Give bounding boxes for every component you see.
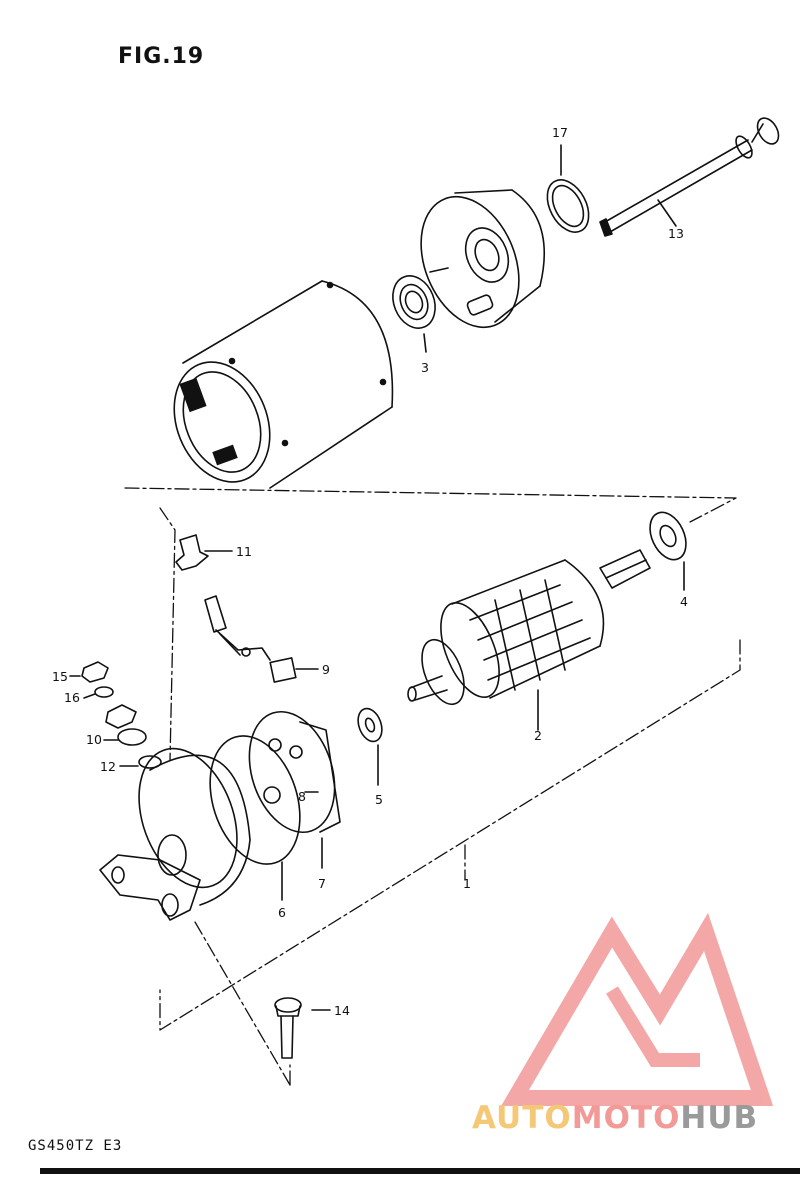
label-3: 3 xyxy=(421,360,429,375)
label-1: 1 xyxy=(463,876,471,891)
starter-yoke-housing xyxy=(173,280,394,489)
label-10: 10 xyxy=(86,732,102,747)
assembly-outline xyxy=(124,487,741,1086)
part-16-washer xyxy=(83,686,114,699)
bottom-border xyxy=(40,1168,800,1174)
label-2: 2 xyxy=(534,728,542,743)
part-15-nut xyxy=(69,661,109,683)
label-9: 9 xyxy=(322,662,330,677)
label-8: 8 xyxy=(298,789,306,804)
label-12: 12 xyxy=(100,759,116,774)
automotohub-logo-icon xyxy=(501,912,774,1106)
part-8-brush-plate xyxy=(248,710,341,834)
part-4-washer xyxy=(649,511,687,591)
label-4: 4 xyxy=(680,594,688,609)
part-2-armature xyxy=(407,549,651,731)
model-code: GS450TZ E3 xyxy=(28,1138,123,1154)
part-12-o-ring xyxy=(119,755,162,769)
label-14: 14 xyxy=(334,1003,350,1018)
part-5-washer xyxy=(357,707,383,786)
label-11: 11 xyxy=(236,544,252,559)
figure-title: FIG.19 xyxy=(118,44,205,69)
automotohub-watermark: AUTOMOTOHUB xyxy=(472,1100,759,1136)
front-housing xyxy=(99,747,251,921)
label-17: 17 xyxy=(552,125,568,140)
label-5: 5 xyxy=(375,792,383,807)
part-13-through-bolt xyxy=(599,117,780,237)
label-16: 16 xyxy=(64,690,80,705)
part-number-labels: 1 2 3 4 5 6 7 8 9 10 11 12 13 14 15 16 1… xyxy=(52,125,688,1018)
part-6-o-ring xyxy=(209,735,301,901)
part-14-screw xyxy=(274,997,331,1059)
label-13: 13 xyxy=(668,226,684,241)
label-6: 6 xyxy=(278,905,286,920)
part-11-brush-holder-insulator xyxy=(175,534,233,571)
part-10-terminal-nut xyxy=(103,704,147,746)
part-17-o-ring xyxy=(546,144,590,233)
label-7: 7 xyxy=(318,876,326,891)
label-15: 15 xyxy=(52,669,68,684)
part-3-bearing xyxy=(392,275,436,353)
part-9-brush xyxy=(204,595,319,683)
rear-end-cover xyxy=(420,189,546,329)
